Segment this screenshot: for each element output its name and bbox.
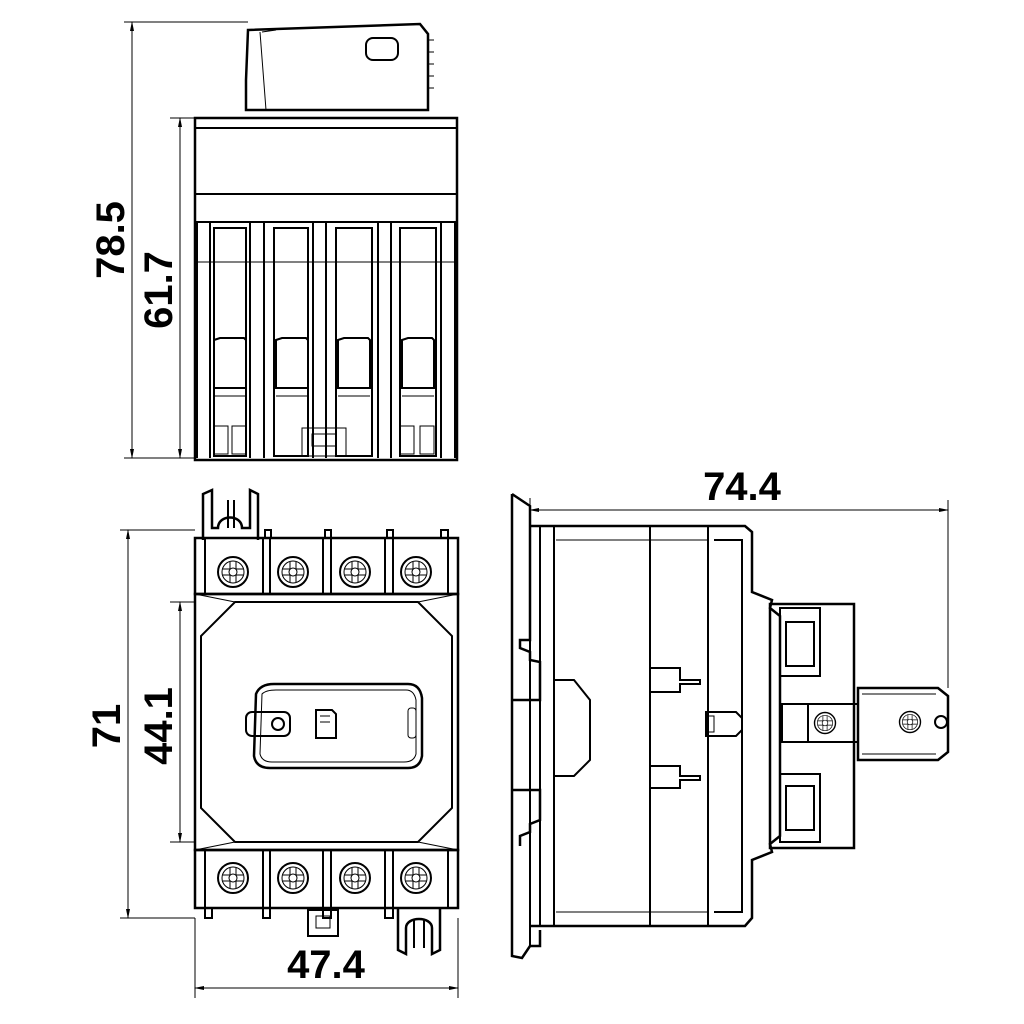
- terminal-screw-icon: [339, 556, 371, 588]
- top-view-body: [193, 116, 459, 462]
- side-view-handle: [856, 686, 950, 762]
- top-view-handle: [244, 22, 430, 112]
- terminal-screw-icon: [217, 556, 249, 588]
- side-view-body: [530, 524, 782, 928]
- side-view: [510, 492, 950, 960]
- side-screw-icon: [813, 711, 837, 735]
- side-view-dimensions: 74.4: [529, 465, 949, 688]
- front-view: [193, 487, 460, 957]
- front-view-handle: [252, 682, 424, 770]
- dim-overall-height-label: 78.5: [89, 201, 133, 279]
- dim-front-height-label: 71: [85, 704, 129, 749]
- dim-side-depth-label: 74.4: [703, 465, 782, 509]
- terminal-screw-icon: [217, 862, 249, 894]
- dim-window-height-label: 44.1: [137, 687, 181, 765]
- terminal-screw-icon: [277, 862, 309, 894]
- dim-body-height-label: 61.7: [137, 251, 181, 329]
- top-view: [193, 22, 459, 462]
- terminal-screw-icon: [400, 556, 432, 588]
- knob-screw-icon: [898, 710, 922, 734]
- terminal-screw-icon: [277, 556, 309, 588]
- terminal-screw-icon: [339, 862, 371, 894]
- dim-front-width-label: 47.4: [287, 943, 366, 987]
- front-view-dimensions: 71 44.1 47.4: [85, 529, 459, 998]
- terminal-screw-icon: [400, 862, 432, 894]
- top-view-dimensions: 78.5 61.7: [89, 21, 248, 459]
